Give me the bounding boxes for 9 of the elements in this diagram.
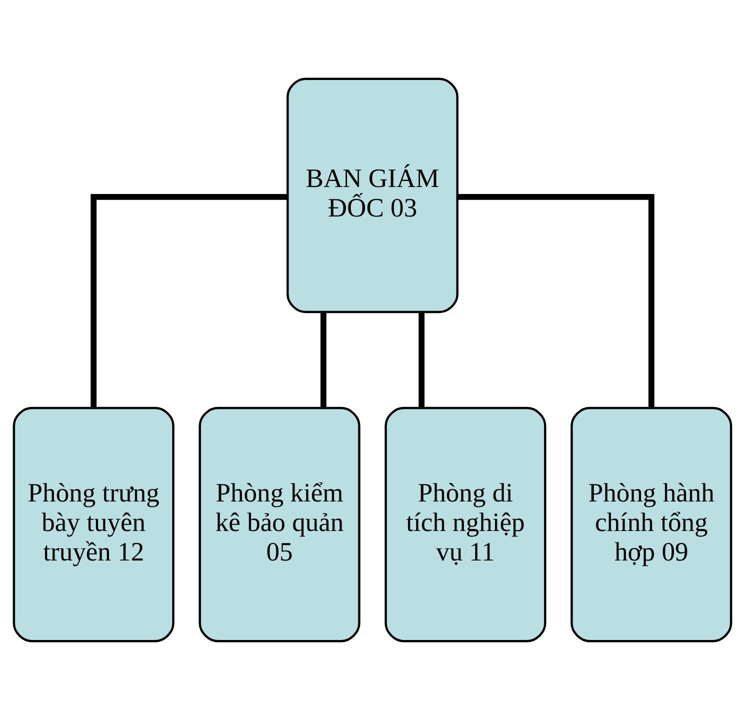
node-box: Phòng kiểm kê bảo quản 05 [198,406,360,642]
node-box: Phòng di tích nghiệp vụ 11 [384,406,546,642]
node-box: Phòng hành chính tổng hợp 09 [570,406,732,642]
connector [90,194,288,408]
node-box: BAN GIÁM ĐỐC 03 [286,77,458,313]
connector [320,312,326,407]
node-box: Phòng trưng bày tuyên truyền 12 [12,406,174,642]
connector [458,194,654,408]
connector [418,312,425,407]
